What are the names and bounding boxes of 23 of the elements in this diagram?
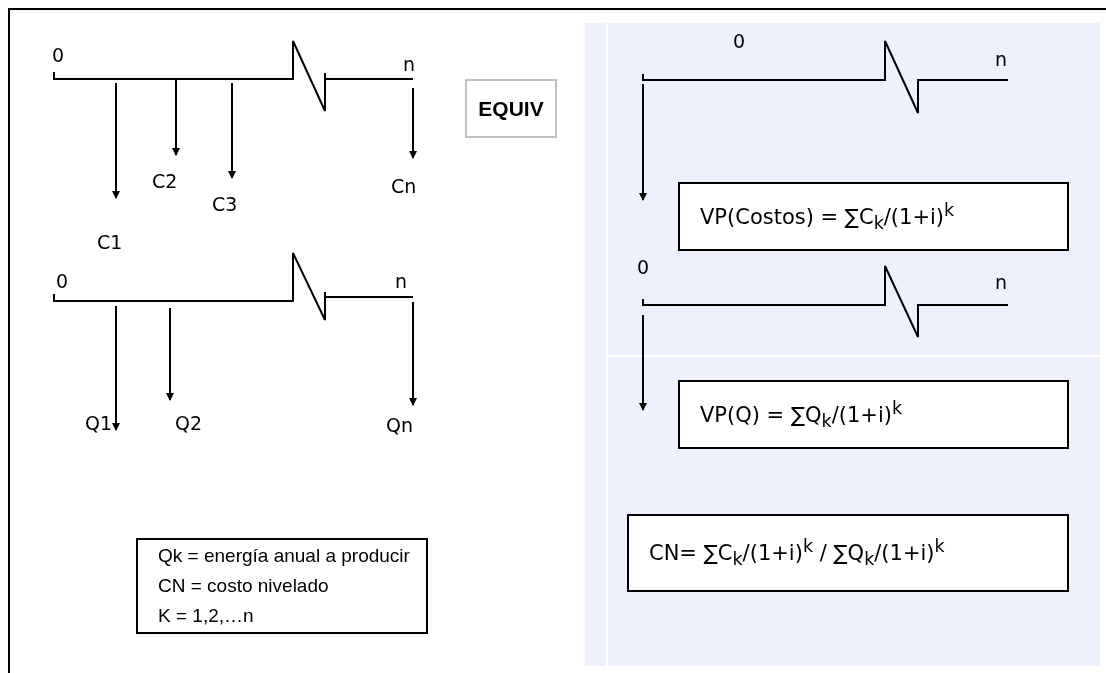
period-label: n — [395, 270, 408, 292]
cash-flow-label: C2 — [152, 170, 178, 192]
period-label: 0 — [56, 270, 69, 292]
period-label: n — [995, 48, 1008, 70]
cash-flow-label: Cn — [391, 175, 417, 197]
definition-text: K = 1,2,…n — [158, 604, 254, 628]
energy-flow-label: Qn — [386, 414, 413, 436]
cash-flow-label: C1 — [97, 231, 123, 253]
cash-flow-label: C3 — [212, 193, 238, 215]
label-box: EQUIV — [465, 79, 557, 138]
formula-box: CN= ∑C$_{k}$/(1+i)$^{k}$ / ∑Q$_{k}$/(1+i)$^{k}$ — [627, 514, 1069, 592]
period-label: 0 — [52, 44, 65, 66]
definitions-box — [136, 538, 428, 634]
period-label: n — [995, 271, 1008, 293]
energy-flow-label: Q2 — [175, 412, 203, 434]
energy-flow-label: Q1 — [85, 412, 113, 434]
period-label: 0 — [733, 30, 746, 52]
period-label: n — [403, 53, 416, 75]
definition-text: Qk = energía anual a producir — [158, 544, 410, 568]
formula-box: VP(Q) = ∑Q$_{k}$/(1+i)$^{k}$ — [678, 380, 1069, 449]
formula-box: VP(Costos) = ∑C$_{k}$/(1+i)$^{k}$ — [678, 182, 1069, 251]
period-label: 0 — [637, 256, 650, 278]
definition-text: CN = costo nivelado — [158, 574, 329, 598]
